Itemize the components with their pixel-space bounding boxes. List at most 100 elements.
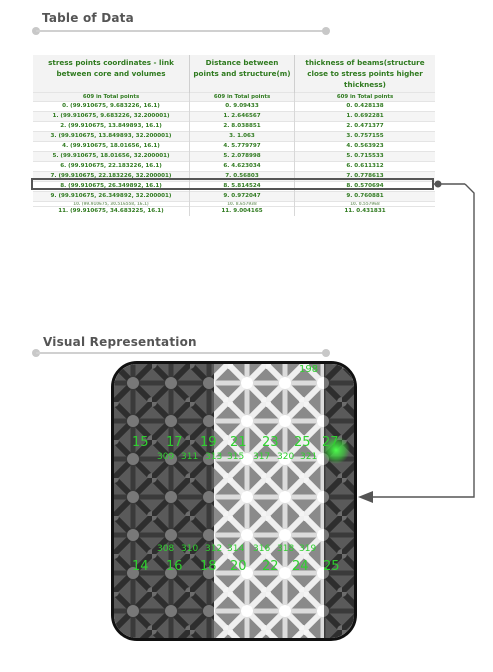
- table-row-clipped: 10. (99.910675, 30.516558, 16.1) 10. 8.6…: [33, 201, 435, 207]
- data-table: stress points coordinates - link between…: [33, 55, 435, 216]
- point-label-small: 310: [181, 544, 199, 554]
- table-cell: 8. 0.570694: [294, 181, 435, 192]
- light-lattice-region: [214, 364, 324, 638]
- table-cell: 6. 0.611312: [294, 161, 435, 172]
- point-label-small: 321: [300, 452, 318, 462]
- subheader-cell: 609 in Total points: [33, 92, 190, 102]
- table-cell: 2. 8.038851: [189, 121, 295, 132]
- table-header-row: stress points coordinates - link between…: [33, 55, 435, 93]
- table-cell: 7. 0.56803: [189, 171, 295, 182]
- lattice-visualization: 15 17 19 21 23 25 27 309 311 313 315 317 320 321 308 31…: [111, 361, 357, 641]
- table-cell: 6. (99.910675, 22.183226, 16.1): [33, 161, 190, 172]
- right-lattice-region: [324, 364, 354, 638]
- table-row: 8. (99.910675, 26.349892, 16.1) 8. 5.814…: [33, 181, 435, 192]
- title-rule-end-dot: [322, 27, 330, 35]
- point-label-large: 24: [292, 559, 309, 574]
- table-cell: 9. 0.972047: [189, 191, 295, 202]
- table-cell: 4. 5.779797: [189, 141, 295, 152]
- table-cell: 1. 0.692281: [294, 111, 435, 122]
- lattice-structure: [114, 364, 354, 638]
- point-label-small: 320: [277, 452, 295, 462]
- table-cell: 1. 2.646567: [189, 111, 295, 122]
- visual-section-title: Visual Representation: [43, 335, 197, 349]
- subheader-cell: 609 in Total points: [189, 92, 295, 102]
- point-label-large: 22: [262, 559, 279, 574]
- point-label-large: 23: [262, 435, 279, 450]
- header-coordinates: stress points coordinates - link between…: [33, 55, 190, 93]
- stress-point-glow: [322, 436, 350, 464]
- table-row: 1. (99.910675, 9.683226, 32.200001) 1. 2…: [33, 111, 435, 122]
- point-label-small: 319: [299, 544, 317, 554]
- point-label-large: 18: [200, 559, 217, 574]
- highlighted-row-frame: [31, 178, 434, 190]
- table-cell: 5. (99.910675, 18.01656, 32.200001): [33, 151, 190, 162]
- table-cell: 8. (99.910675, 26.349892, 16.1): [33, 181, 190, 192]
- header-distance: Distance between points and structure(m): [189, 55, 295, 93]
- table-row: 6. (99.910675, 22.183226, 16.1) 6. 4.623…: [33, 161, 435, 172]
- point-label-large: 19: [200, 435, 217, 450]
- point-label-large: 21: [230, 435, 247, 450]
- table-cell: 1. (99.910675, 9.683226, 32.200001): [33, 111, 190, 122]
- point-label-large: 20: [230, 559, 247, 574]
- table-cell: 3. 1.063: [189, 131, 295, 142]
- point-label-large: 15: [132, 435, 149, 450]
- point-label-large: 16: [166, 559, 183, 574]
- table-row: 5. (99.910675, 18.01656, 32.200001) 5. 2…: [33, 151, 435, 162]
- table-cell: 7. 0.778613: [294, 171, 435, 182]
- table-cell: 9. (99.910675, 26.349892, 32.200001): [33, 191, 190, 202]
- table-cell: 0. 9.09433: [189, 101, 295, 112]
- point-label-small: 317: [253, 452, 271, 462]
- table-row-highlighted: 9. (99.910675, 26.349892, 32.200001) 9. …: [33, 191, 435, 202]
- table-row: 4. (99.910675, 18.01656, 16.1) 4. 5.7797…: [33, 141, 435, 152]
- table-cell: 4. 0.563923: [294, 141, 435, 152]
- table-cell: 7. (99.910675, 22.183226, 32.200001): [33, 171, 190, 182]
- point-label-small: 318: [277, 544, 295, 554]
- table-section-title: Table of Data: [42, 11, 134, 25]
- point-label-large: 14: [132, 559, 149, 574]
- table-cell: 10. 8.657938: [189, 201, 295, 207]
- table-cell: 5. 2.078998: [189, 151, 295, 162]
- point-label-large: 17: [166, 435, 183, 450]
- table-cell: 6. 4.623034: [189, 161, 295, 172]
- point-label-small: 316: [253, 544, 271, 554]
- table-cell: 10. 0.557968: [294, 201, 435, 207]
- table-row: 11. (99.910675, 34.683225, 16.1) 11. 9.0…: [33, 206, 435, 216]
- table-cell: 3. (99.910675, 13.849893, 32.200001): [33, 131, 190, 142]
- point-label-corner: 198: [299, 364, 319, 375]
- point-label-small: 315: [227, 452, 245, 462]
- point-label-large: 25: [323, 559, 340, 574]
- table-cell: 11. 9.004165: [189, 206, 295, 216]
- dark-lattice-region: [114, 364, 214, 638]
- table-cell: 9. 0.760881: [294, 191, 435, 202]
- point-label-small: 309: [157, 452, 175, 462]
- table-cell: 2. 0.471377: [294, 121, 435, 132]
- point-label-small: 313: [205, 452, 223, 462]
- visual-rule: [36, 352, 326, 354]
- table-cell: 8. 5.814524: [189, 181, 295, 192]
- table-cell: 11. 0.431831: [294, 206, 435, 216]
- table-cell: 4. (99.910675, 18.01656, 16.1): [33, 141, 190, 152]
- table-row: 3. (99.910675, 13.849893, 32.200001) 3. …: [33, 131, 435, 142]
- point-label-small: 314: [227, 544, 245, 554]
- table-cell: 10. (99.910675, 30.516558, 16.1): [33, 201, 190, 207]
- point-label-small: 308: [157, 544, 175, 554]
- table-cell: 0. (99.910675, 9.683226, 16.1): [33, 101, 190, 112]
- point-label-large: 27: [322, 435, 339, 450]
- header-thickness: thickness of beams(structure close to st…: [294, 55, 435, 93]
- table-row: 0. (99.910675, 9.683226, 16.1) 0. 9.0943…: [33, 101, 435, 112]
- table-cell: 0. 0.428138: [294, 101, 435, 112]
- connector-dot: [434, 180, 442, 188]
- point-label-small: 311: [181, 452, 199, 462]
- table-row: 2. (99.910675, 13.849893, 16.1) 2. 8.038…: [33, 121, 435, 132]
- table-cell: 2. (99.910675, 13.849893, 16.1): [33, 121, 190, 132]
- point-label-large: 25: [294, 435, 311, 450]
- title-rule: [36, 30, 326, 32]
- arrow-head-icon: [358, 491, 373, 503]
- table-cell: 5. 0.715533: [294, 151, 435, 162]
- table-subheader-row: 609 in Total points 609 in Total points …: [33, 92, 435, 102]
- table-cell: 11. (99.910675, 34.683225, 16.1): [33, 206, 190, 216]
- table-cell: 3. 0.757155: [294, 131, 435, 142]
- point-label-small: 312: [205, 544, 223, 554]
- subheader-cell: 609 in Total points: [294, 92, 435, 102]
